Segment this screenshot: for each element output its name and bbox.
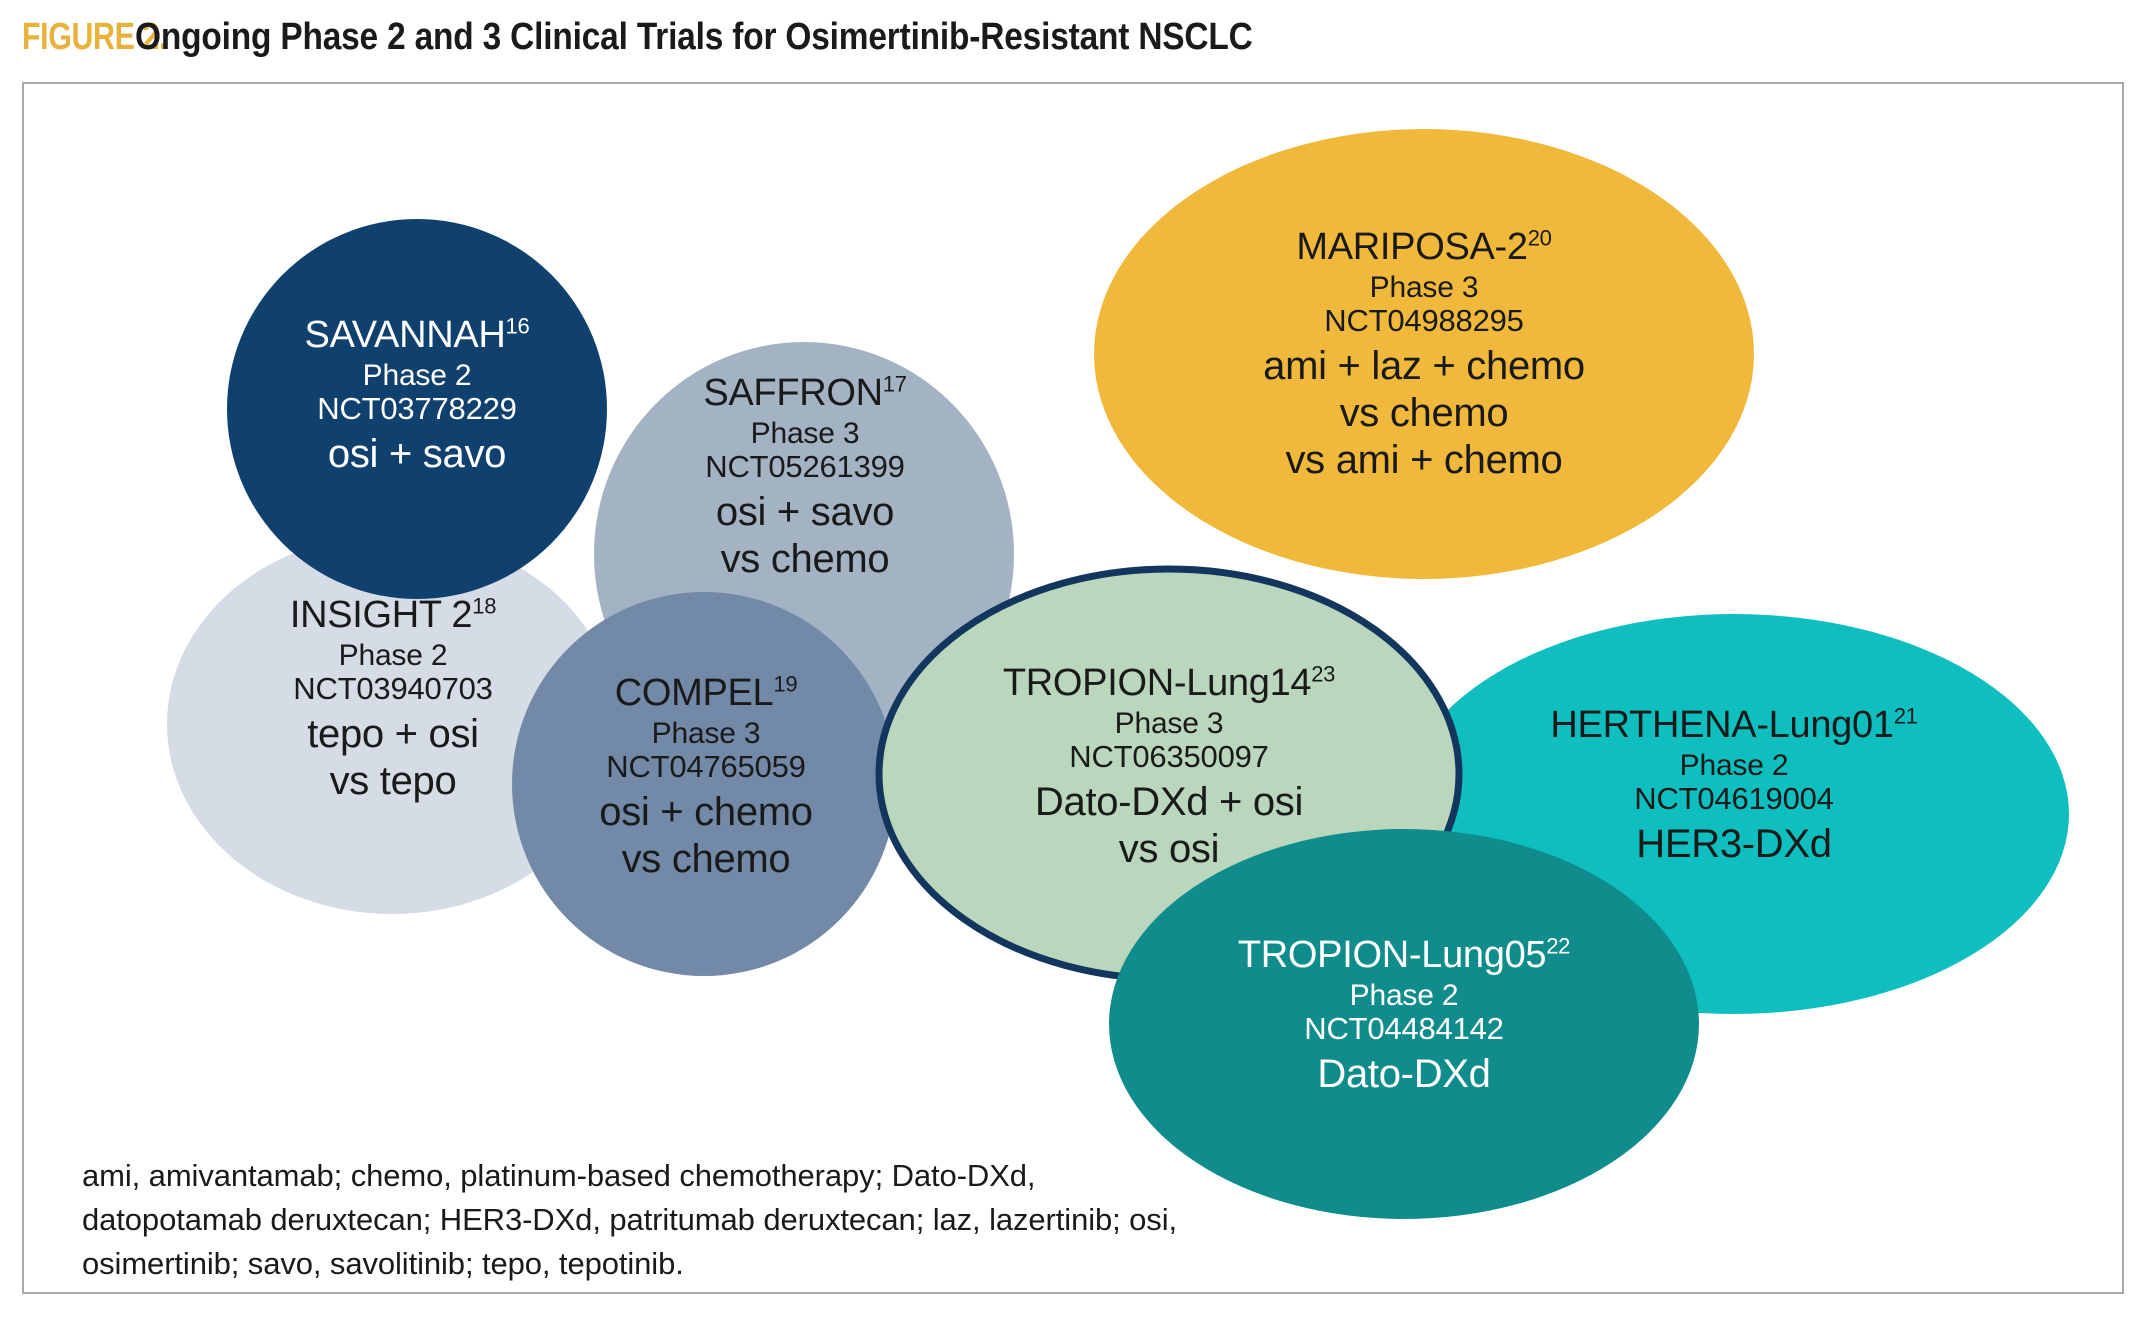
venn-diagram-canvas [24, 84, 2126, 1296]
figure-title-bar: FIGURE 2. Ongoing Phase 2 and 3 Clinical… [22, 16, 2122, 68]
ellipse-savannah[interactable] [227, 219, 607, 599]
ellipse-compel[interactable] [512, 592, 896, 976]
figure-frame: SAVANNAH16 Phase 2 NCT03778229 osi + sav… [22, 82, 2124, 1294]
ellipse-mariposa2[interactable] [1094, 129, 1754, 579]
figure-number-label: FIGURE 2. [22, 16, 168, 58]
ellipse-layer [167, 129, 2069, 1219]
ellipse-tropion05[interactable] [1109, 829, 1699, 1219]
figure-title-text: Ongoing Phase 2 and 3 Clinical Trials fo… [135, 16, 1253, 58]
abbreviation-footnote: ami, amivantamab; chemo, platinum-based … [82, 1158, 1178, 1282]
ellipse-insight2[interactable] [167, 534, 617, 914]
